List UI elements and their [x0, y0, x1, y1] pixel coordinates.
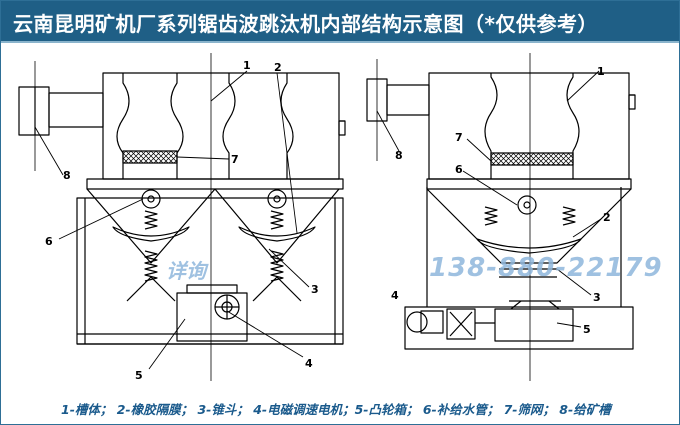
right-label-4: 4 [391, 289, 399, 302]
right-label-6: 6 [455, 163, 463, 176]
right-label-1: 1 [597, 65, 605, 78]
left-feed-chute [18, 86, 104, 136]
left-label-1: 1 [243, 59, 251, 72]
centre-lines [34, 53, 531, 381]
right-screen-mesh [490, 152, 574, 166]
left-label-6: 6 [45, 235, 53, 248]
left-part-labels: 1 2 7 8 6 3 4 5 [45, 59, 319, 382]
right-label-8: 8 [395, 149, 403, 162]
right-label-2: 2 [603, 211, 611, 224]
parts-legend-caption: 1-槽体； 2-橡胶隔膜； 3-锥斗； 4-电磁调速电机；5-凸轮箱； 6-补给… [61, 402, 611, 417]
right-feed-chute [366, 78, 430, 122]
watermark-phone-number: 138-880-22179 [429, 253, 663, 283]
left-label-4: 4 [305, 357, 313, 370]
left-base-frame [76, 197, 344, 345]
title-bar: 云南昆明矿机厂系列锯齿波跳汰机内部结构示意图（*仅供参考） [1, 1, 679, 43]
left-hoppers [86, 178, 344, 302]
right-drive [406, 300, 574, 342]
jig-structure-diagram: 1 2 7 8 6 3 4 5 1 7 8 6 2 3 4 5 [18, 53, 636, 382]
left-label-7: 7 [231, 153, 239, 166]
right-label-5: 5 [583, 323, 591, 336]
right-part-labels: 1 7 8 6 2 3 4 5 [391, 65, 611, 336]
right-label-7: 7 [455, 131, 463, 144]
figure-title: 云南昆明矿机厂系列锯齿波跳汰机内部结构示意图（*仅供参考） [13, 12, 598, 36]
right-label-3: 3 [593, 291, 601, 304]
left-machine [18, 72, 346, 345]
left-drive [176, 284, 248, 342]
watermark-detail-text: 详询 [166, 259, 206, 283]
right-base-frame [404, 187, 634, 350]
left-label-3: 3 [311, 283, 319, 296]
left-label-5: 5 [135, 369, 143, 382]
leader-lines [34, 70, 602, 370]
left-label-2: 2 [274, 61, 282, 74]
left-screen-mesh [122, 150, 178, 164]
left-label-8: 8 [63, 169, 71, 182]
right-machine [366, 72, 636, 350]
